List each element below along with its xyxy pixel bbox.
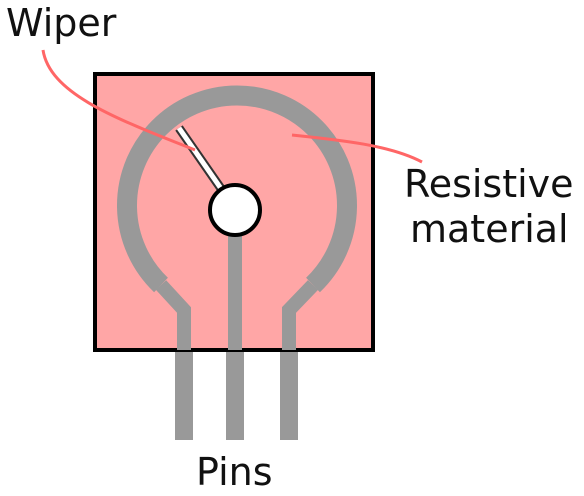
trace-right xyxy=(282,280,319,350)
trace-left xyxy=(155,280,191,350)
pins-label: Pins xyxy=(196,450,273,494)
pin-left xyxy=(175,348,193,440)
resistive-track xyxy=(117,85,357,293)
pin-right xyxy=(280,348,298,440)
wiper-arm xyxy=(176,126,225,192)
resistive-label-line2: material xyxy=(410,207,569,251)
pin-middle xyxy=(226,348,244,440)
resistive-label-line1: Resistive xyxy=(404,162,574,206)
wiper-label: Wiper xyxy=(6,1,117,45)
wiper-leader-line xyxy=(41,49,196,152)
resistive-leader-line xyxy=(291,133,423,164)
wiper-pivot xyxy=(208,183,262,237)
